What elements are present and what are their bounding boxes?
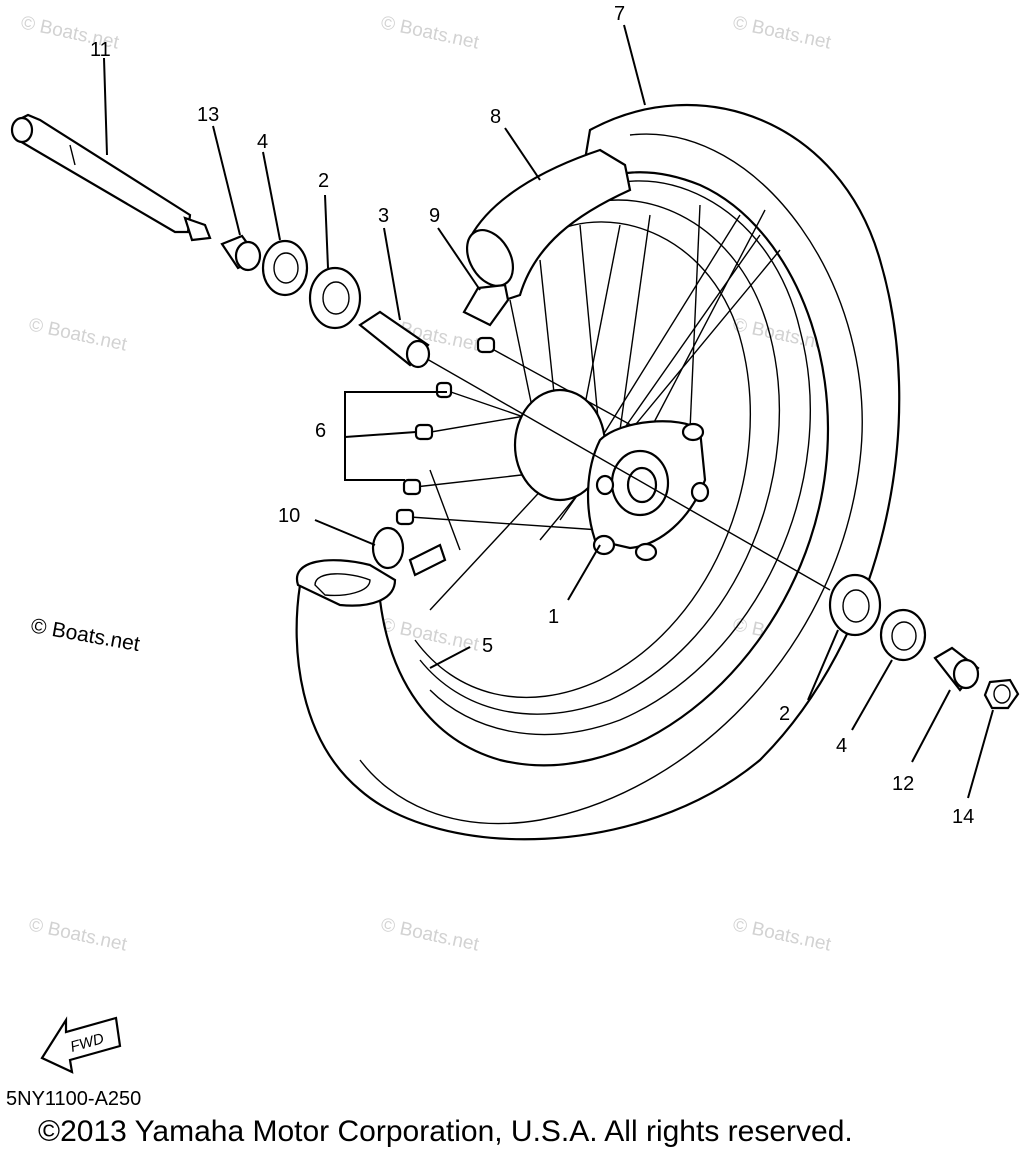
copyright-notice: ©2013 Yamaha Motor Corporation, U.S.A. A… [38, 1115, 853, 1148]
rim-lock [462, 283, 510, 327]
callout-3: 3 [378, 205, 389, 227]
spacer [358, 310, 431, 369]
callout-7: 7 [614, 3, 625, 25]
diagram-code: 5NY1100-A250 [6, 1088, 142, 1110]
callout-1: 1 [548, 606, 559, 628]
callout-2-left: 2 [318, 170, 329, 192]
watermark: © Boats.net [731, 914, 833, 955]
oil-seal-right [879, 608, 927, 662]
callout-14: 14 [952, 806, 974, 828]
callout-8: 8 [490, 106, 501, 128]
callout-2-right: 2 [779, 703, 790, 725]
callout-12: 12 [892, 773, 914, 795]
callout-11: 11 [90, 39, 111, 61]
rim-band [465, 148, 632, 302]
watermark: © Boats.net [731, 12, 833, 53]
callout-6: 6 [315, 420, 326, 442]
watermark: © Boats.net [379, 12, 481, 53]
callout-9: 9 [429, 205, 440, 227]
watermark-dark: © Boats.net [29, 614, 142, 656]
callout-10: 10 [278, 505, 300, 527]
callout-4-right: 4 [836, 735, 847, 757]
collar-13 [220, 234, 262, 272]
collar-12 [933, 646, 980, 692]
axle-nut [983, 678, 1020, 710]
axle-centerline [419, 354, 831, 591]
watermark: © Boats.net [379, 914, 481, 955]
tire [295, 103, 901, 841]
bearing-left [308, 266, 362, 330]
oil-seal-left [261, 239, 309, 297]
leader-lines [103, 24, 994, 799]
callouts: 11 13 4 2 3 9 8 7 6 10 5 1 2 4 12 14 [90, 3, 974, 828]
axle [10, 113, 212, 242]
forward-arrow-icon: FWD [40, 1016, 122, 1074]
callout-13: 13 [197, 104, 219, 126]
watermark: © Boats.net [27, 314, 129, 355]
inner-tube [295, 526, 447, 607]
callout-4-left: 4 [257, 131, 268, 153]
spoke-nipples [395, 336, 496, 526]
watermark: © Boats.net [27, 914, 129, 955]
bearing-right [828, 573, 882, 637]
callout-5: 5 [482, 635, 493, 657]
